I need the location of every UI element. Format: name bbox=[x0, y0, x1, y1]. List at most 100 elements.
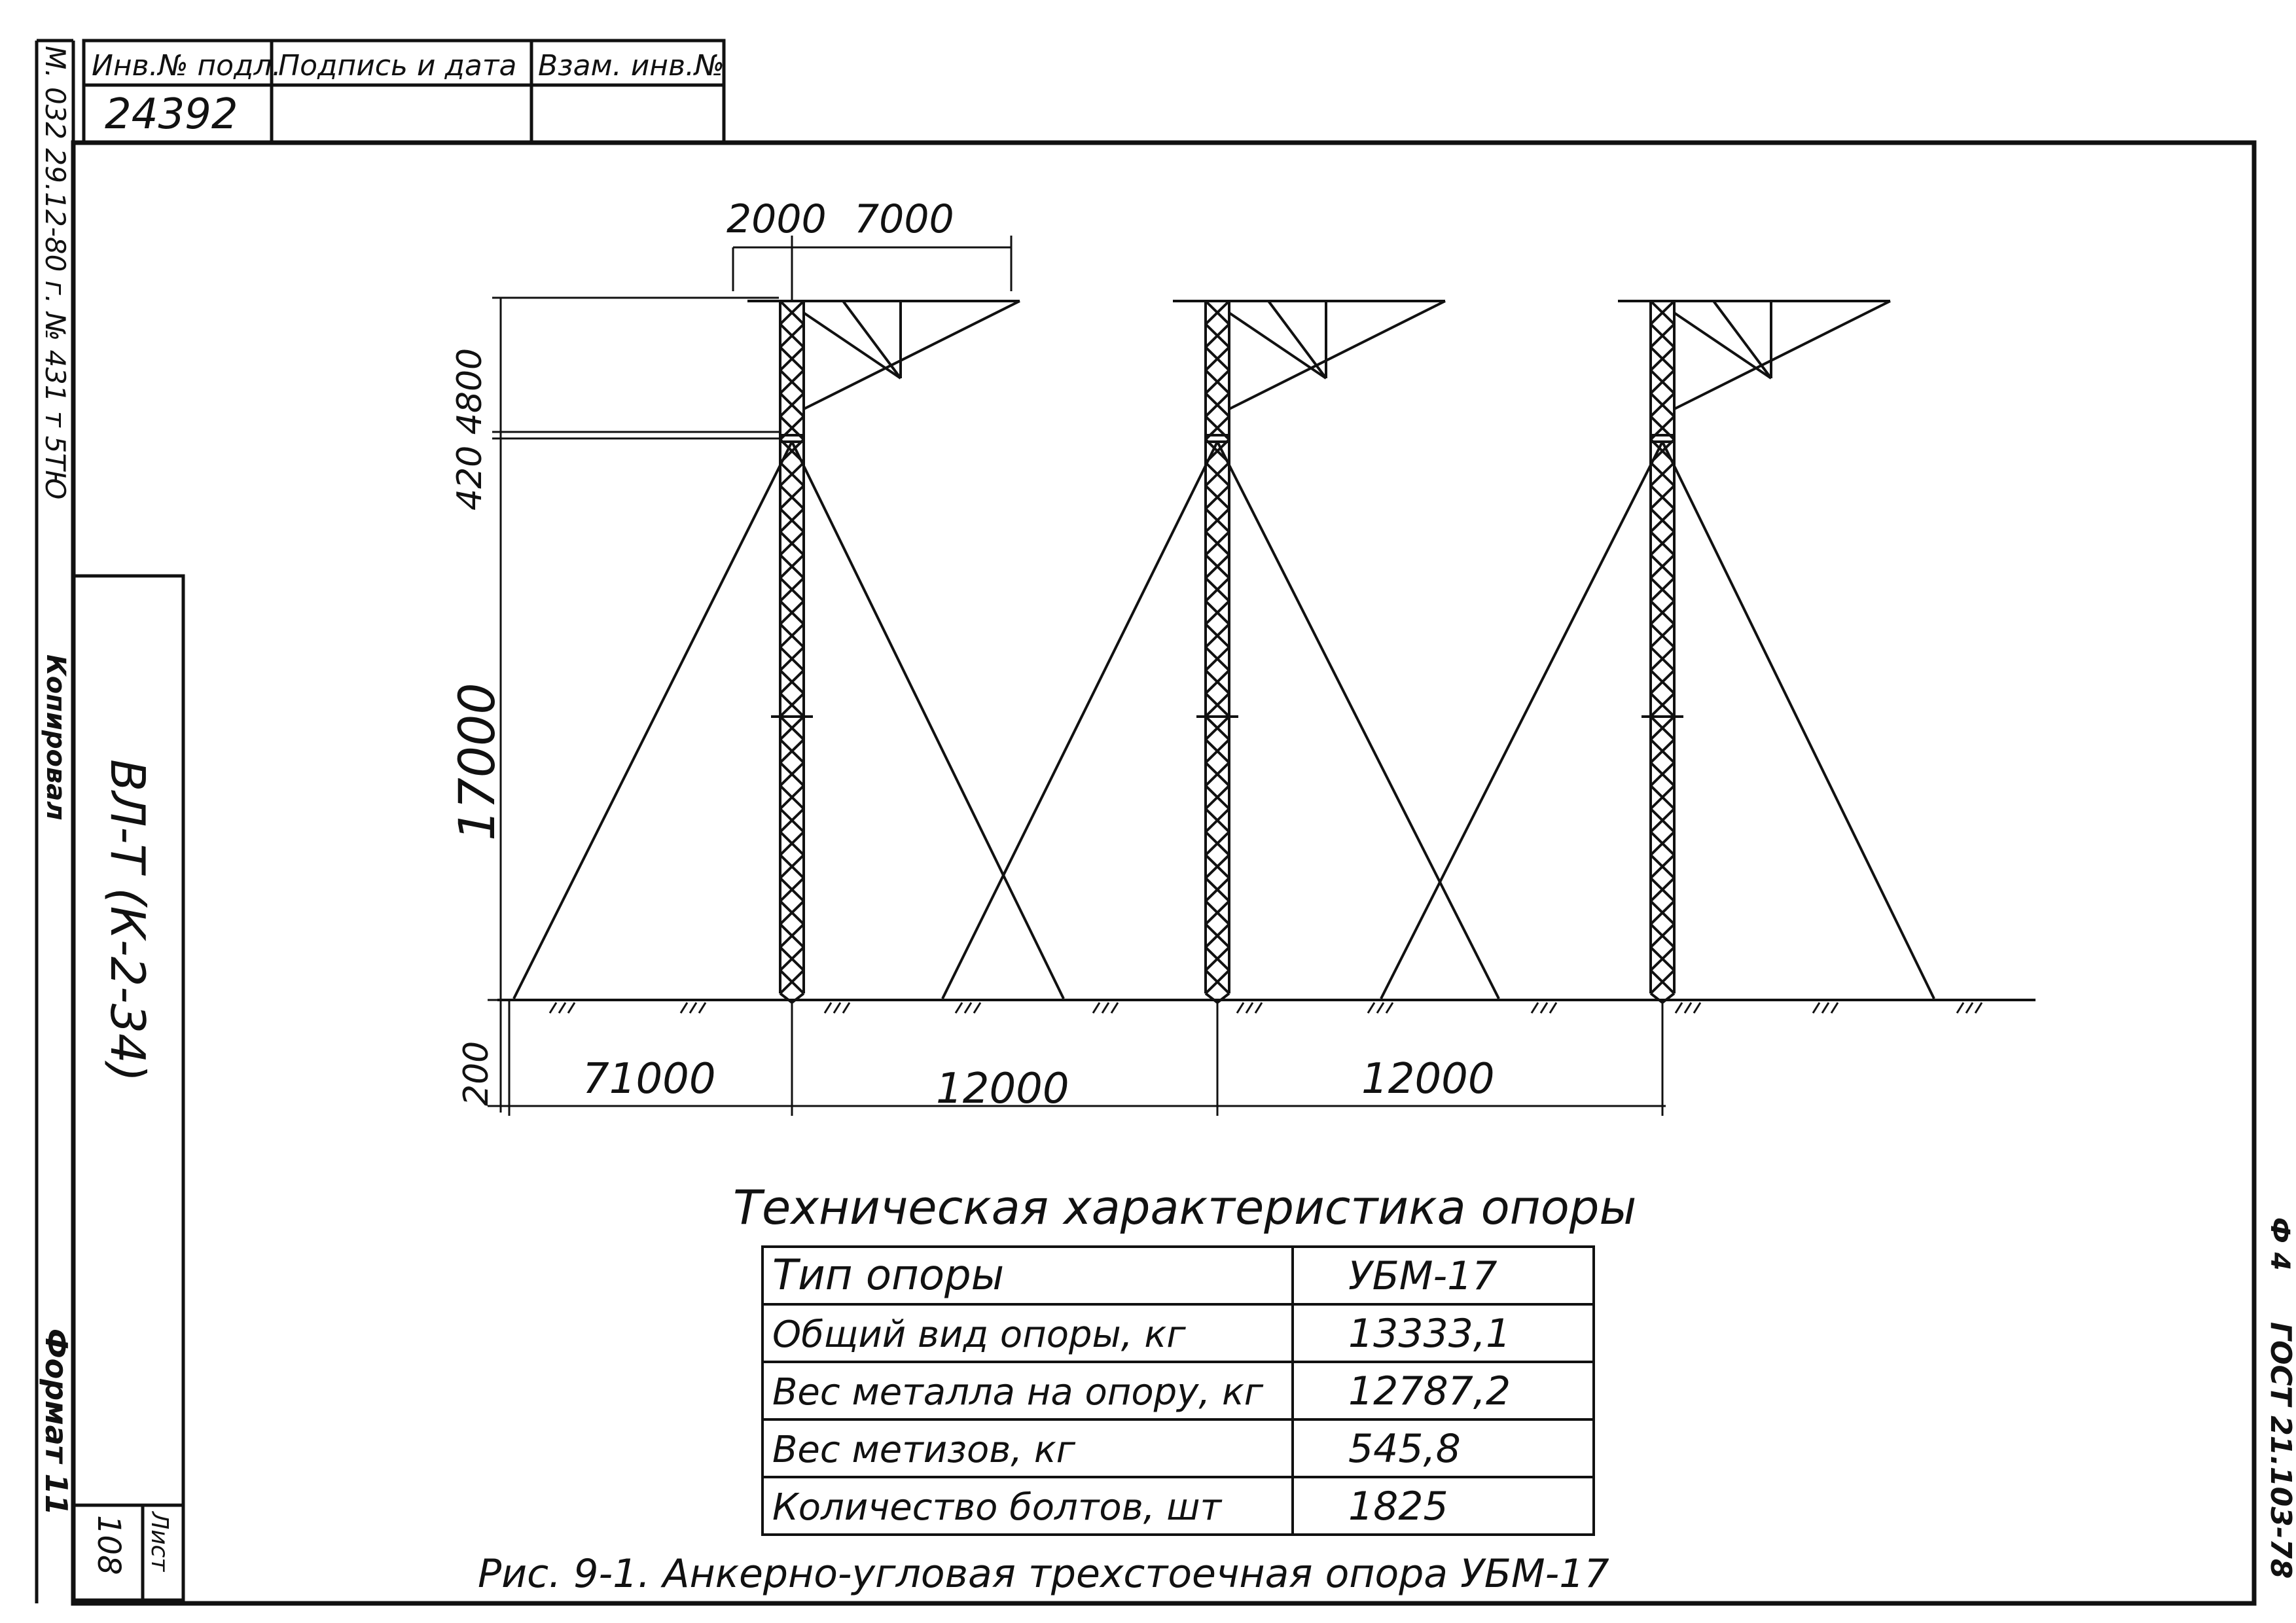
stamp-header-replace: Взам. инв.№ bbox=[538, 49, 725, 82]
mast-lattice bbox=[779, 507, 805, 533]
mast-lattice bbox=[1204, 785, 1230, 810]
vertical-registration-code: М. 032 29.12-80 г. № 431 т 5ТЮ bbox=[39, 46, 71, 500]
table-row-label: Общий вид опоры, кг bbox=[772, 1313, 1186, 1356]
mast-lattice bbox=[1204, 761, 1230, 787]
stamp-header-inv: Инв.№ подл. bbox=[92, 49, 281, 82]
mast-lattice bbox=[779, 323, 805, 348]
mast-lattice bbox=[779, 461, 805, 487]
mast-lattice bbox=[779, 554, 805, 579]
ground-hatch bbox=[1236, 1002, 1245, 1014]
mast-lattice bbox=[1649, 461, 1676, 487]
ground-hatch bbox=[679, 1002, 689, 1014]
mast-lattice bbox=[1649, 923, 1676, 948]
guy-wire-left bbox=[941, 441, 1219, 999]
mast-lattice bbox=[1649, 323, 1676, 348]
mast-lattice bbox=[1204, 369, 1230, 395]
mast-lattice bbox=[1204, 623, 1230, 649]
project-code: ВЛ-Т (К-2-34) bbox=[100, 759, 155, 1082]
mast-lattice bbox=[1649, 808, 1676, 833]
crossarm-brace bbox=[1229, 300, 1446, 410]
ground-hatch bbox=[1965, 1002, 1974, 1014]
table-row-value: 545,8 bbox=[1348, 1426, 1461, 1472]
format-label: Формат 11 bbox=[39, 1329, 74, 1515]
mast-lattice bbox=[1649, 484, 1676, 510]
mast-lattice bbox=[1204, 300, 1230, 325]
crossarm-brace bbox=[1674, 300, 1891, 410]
crossarm-strut bbox=[1228, 312, 1327, 380]
dimension-lines bbox=[488, 236, 1666, 1116]
table-row-value: 1825 bbox=[1348, 1484, 1448, 1529]
ground-hatch bbox=[1539, 1002, 1549, 1014]
mast-lattice bbox=[779, 531, 805, 556]
mast-lattice bbox=[1204, 738, 1230, 764]
crossarm-diagonal bbox=[1267, 300, 1327, 380]
ground-hatch bbox=[1530, 1002, 1539, 1014]
crossarm-strut bbox=[802, 312, 902, 380]
table-row-value: 13333,1 bbox=[1348, 1311, 1511, 1357]
ground-hatch bbox=[1385, 1002, 1394, 1014]
ground-hatch bbox=[1683, 1002, 1693, 1014]
inventory-stamp bbox=[82, 39, 726, 145]
dim-top-offset: 2000 bbox=[726, 196, 827, 242]
mast-lattice bbox=[1649, 623, 1676, 649]
table-title: Техническая характеристика опоры bbox=[733, 1180, 1636, 1235]
mast-lattice bbox=[779, 761, 805, 787]
mast-lattice bbox=[779, 369, 805, 395]
mast-lattice bbox=[779, 877, 805, 902]
ground-hatch bbox=[1092, 1002, 1101, 1014]
ground-hatch bbox=[842, 1002, 851, 1014]
mast-lattice bbox=[1204, 969, 1230, 995]
mast-lattice bbox=[1204, 923, 1230, 948]
mast-lattice bbox=[1649, 369, 1676, 395]
ground-hatch bbox=[1812, 1002, 1821, 1014]
mast-lattice bbox=[1649, 738, 1676, 764]
stamp-header-signature: Подпись и дата bbox=[278, 49, 516, 82]
mast-lattice bbox=[1649, 415, 1676, 441]
dim-bottom-1: 71000 bbox=[583, 1055, 716, 1103]
mast-lattice bbox=[1204, 392, 1230, 418]
mast-lattice bbox=[779, 300, 805, 325]
ground-hatch bbox=[548, 1002, 558, 1014]
ground-hatch bbox=[1956, 1002, 1965, 1014]
ground-hatch bbox=[954, 1002, 963, 1014]
ground-hatch bbox=[1549, 1002, 1558, 1014]
mast-lattice bbox=[779, 715, 805, 741]
ground-hatch bbox=[1974, 1002, 1983, 1014]
gost-code: ГОСТ 21.103-78 bbox=[2264, 1322, 2296, 1578]
table-row-value: УБМ-17 bbox=[1348, 1253, 1498, 1299]
stamp-inv-number: 24392 bbox=[105, 90, 238, 139]
ground-hatch bbox=[1101, 1002, 1110, 1014]
mast-lattice bbox=[1649, 877, 1676, 902]
mast-lattice bbox=[1649, 392, 1676, 418]
guy-wire-left bbox=[512, 441, 793, 999]
mast-lattice bbox=[1204, 946, 1230, 972]
sheet-label: Лист bbox=[146, 1510, 173, 1572]
mast-lattice bbox=[1649, 853, 1676, 880]
mast-lattice bbox=[1204, 554, 1230, 579]
mast-lattice bbox=[779, 853, 805, 880]
mast-lattice bbox=[779, 692, 805, 718]
mast-lattice bbox=[779, 392, 805, 418]
table-row-label: Тип опоры bbox=[772, 1251, 1004, 1300]
crossarm-diagonal bbox=[842, 300, 902, 380]
mast-lattice bbox=[779, 969, 805, 995]
mast-lattice bbox=[1649, 346, 1676, 372]
ground-hatch bbox=[1376, 1002, 1385, 1014]
mast-lattice bbox=[1204, 600, 1230, 626]
mast-lattice bbox=[1649, 969, 1676, 995]
dim-bottom-3: 12000 bbox=[1361, 1055, 1495, 1103]
copied-by-label: Копировал bbox=[41, 654, 71, 821]
ground-hatch bbox=[1821, 1002, 1830, 1014]
mast-lattice bbox=[1649, 600, 1676, 626]
table-row-label: Количество болтов, шт bbox=[772, 1486, 1223, 1529]
mast-lattice bbox=[1649, 830, 1676, 856]
mast-lattice bbox=[1649, 946, 1676, 972]
mast-lattice bbox=[1649, 646, 1676, 671]
mast-lattice bbox=[1649, 554, 1676, 579]
mast-lattice bbox=[1204, 346, 1230, 372]
mast-lattice bbox=[779, 669, 805, 694]
ground-hatching bbox=[548, 1002, 1983, 1014]
guy-wire-right bbox=[791, 441, 1065, 999]
mast-lattice bbox=[1649, 577, 1676, 602]
